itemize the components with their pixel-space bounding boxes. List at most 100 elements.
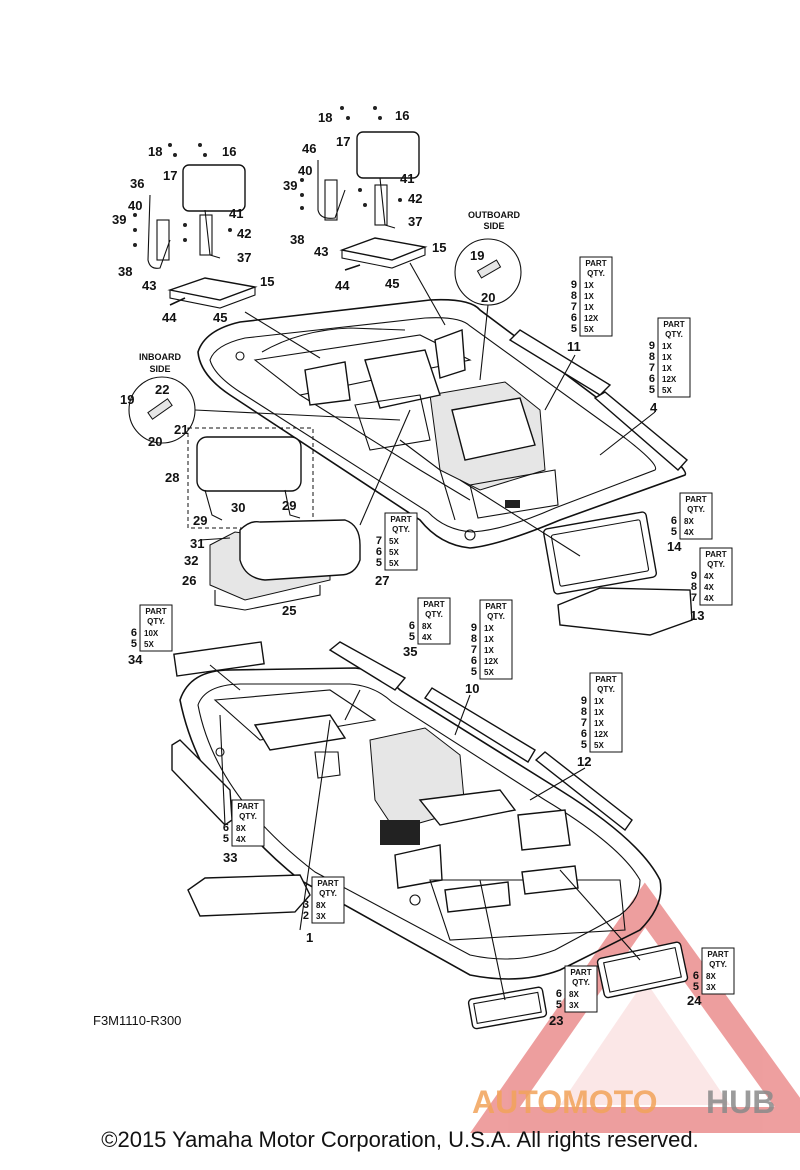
qty-row-ref: 7	[691, 592, 697, 604]
callout-25: 25	[282, 603, 296, 618]
qty-table-header: PART	[595, 675, 616, 684]
qty-row-ref: 2	[303, 910, 309, 922]
qty-row-ref: 7	[571, 301, 577, 313]
callout-44a: 44	[162, 310, 177, 325]
qty-table-frame	[384, 512, 418, 571]
callout-42a: 42	[237, 226, 251, 241]
qty-table-header: QTY.	[665, 330, 683, 339]
callout-11: 11	[567, 339, 581, 354]
qty-row-amount: 1X	[594, 708, 604, 717]
callout-20a: 20	[481, 290, 495, 305]
callout-21: 21	[174, 422, 188, 437]
qty-row-amount: 12X	[662, 375, 677, 384]
qty-table-header: QTY.	[392, 525, 410, 534]
qty-table-frame	[579, 256, 613, 337]
qty-table-header: QTY.	[707, 560, 725, 569]
callout-20b: 20	[148, 434, 162, 449]
qty-row-amount: 3X	[569, 1001, 579, 1010]
callout-17a: 17	[163, 168, 177, 183]
qty-row-ref: 6	[131, 627, 137, 639]
callout-16b: 16	[395, 108, 409, 123]
qty-table-header: QTY.	[572, 978, 590, 987]
qty-row-amount: 4X	[704, 583, 714, 592]
upper-pads	[508, 329, 693, 636]
qty-row-ref: 6	[409, 620, 415, 632]
qty-row-amount: 1X	[584, 292, 594, 301]
callout-31: 31	[190, 536, 204, 551]
callout-10: 10	[465, 681, 479, 696]
qty-table-frame	[417, 597, 451, 645]
inboard-side-label-line1: INBOARD	[139, 352, 181, 362]
callout-38b: 38	[290, 232, 304, 247]
qty-row-ref: 9	[471, 622, 477, 634]
qty-table-header: PART	[705, 550, 726, 559]
qty-row-amount: 10X	[144, 629, 159, 638]
qty-row-ref: 8	[649, 351, 655, 363]
qty-row-amount: 1X	[584, 303, 594, 312]
qty-table-frame	[699, 547, 733, 606]
watermark-text: AUTOMOTO HUB	[472, 1084, 775, 1120]
qty-table-header: PART	[237, 802, 258, 811]
qty-row-amount: 8X	[706, 972, 716, 981]
qty-table-frame	[231, 799, 265, 847]
qty-row-ref: 8	[571, 290, 577, 302]
qty-row-ref: 5	[223, 833, 229, 845]
callout-30: 30	[231, 500, 245, 515]
qty-table-header: QTY.	[487, 612, 505, 621]
callout-14: 14	[667, 539, 682, 554]
qty-row-amount: 4X	[684, 528, 694, 537]
qty-table-header: PART	[570, 968, 591, 977]
qty-table-header: PART	[145, 607, 166, 616]
callout-37b: 37	[408, 214, 422, 229]
callout-41b: 41	[400, 171, 414, 186]
qty-table-header: PART	[707, 950, 728, 959]
qty-row-amount: 1X	[484, 646, 494, 655]
qty-table-header: PART	[663, 320, 684, 329]
qty-row-ref: 8	[581, 706, 587, 718]
qty-row-amount: 5X	[389, 537, 399, 546]
qty-row-amount: 5X	[662, 386, 672, 395]
qty-row-amount: 12X	[594, 730, 609, 739]
qty-row-ref: 5	[671, 526, 677, 538]
qty-table-header: QTY.	[425, 610, 443, 619]
callout-12: 12	[577, 754, 591, 769]
callout-16a: 16	[222, 144, 236, 159]
qty-row-amount: 4X	[236, 835, 246, 844]
qty-table-header: QTY.	[239, 812, 257, 821]
qty-table-header: PART	[317, 879, 338, 888]
qty-row-amount: 1X	[594, 697, 604, 706]
qty-table-header: QTY.	[597, 685, 615, 694]
qty-table-header: PART	[423, 600, 444, 609]
qty-row-ref: 5	[581, 739, 587, 751]
qty-table-header: QTY.	[587, 269, 605, 278]
qty-row-ref: 6	[581, 728, 587, 740]
qty-table-frame	[657, 317, 691, 398]
qty-row-ref: 6	[649, 373, 655, 385]
callout-4: 4	[650, 400, 658, 415]
callout-34: 34	[128, 652, 143, 667]
qty-row-amount: 1X	[484, 635, 494, 644]
qty-row-ref: 5	[693, 981, 699, 993]
qty-table-header: PART	[485, 602, 506, 611]
upper-right-backrest-assembly	[300, 106, 428, 271]
callout-18a: 18	[148, 144, 162, 159]
callout-33: 33	[223, 850, 237, 865]
callout-39b: 39	[283, 178, 297, 193]
callout-numbers: 18 17 16 36 40 39 41 42 37 38 43 15 44 4…	[112, 108, 704, 1028]
leader-lines	[194, 262, 656, 1001]
qty-row-ref: 6	[693, 970, 699, 982]
callout-40b: 40	[298, 163, 312, 178]
qty-row-amount: 12X	[484, 657, 499, 666]
qty-row-ref: 6	[223, 822, 229, 834]
qty-row-ref: 3	[303, 899, 309, 911]
qty-table-frame	[479, 599, 513, 680]
callout-45a: 45	[213, 310, 227, 325]
